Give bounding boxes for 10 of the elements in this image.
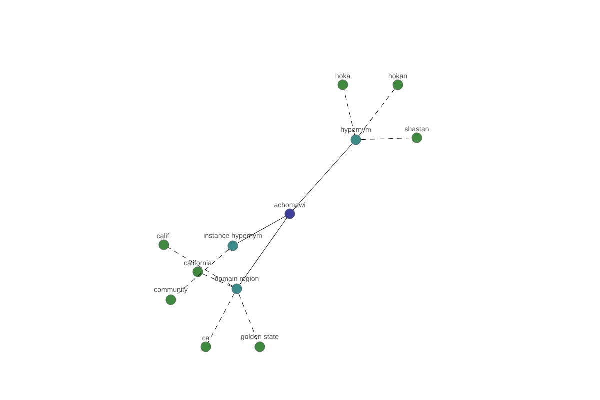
connector bbox=[360, 138, 412, 140]
connector bbox=[202, 274, 232, 288]
connector bbox=[168, 247, 233, 287]
connector bbox=[240, 218, 288, 285]
connector bbox=[238, 294, 258, 342]
connector bbox=[358, 88, 396, 136]
connector bbox=[237, 216, 286, 244]
connector bbox=[293, 144, 353, 210]
connector bbox=[208, 293, 235, 343]
connector bbox=[344, 90, 356, 136]
